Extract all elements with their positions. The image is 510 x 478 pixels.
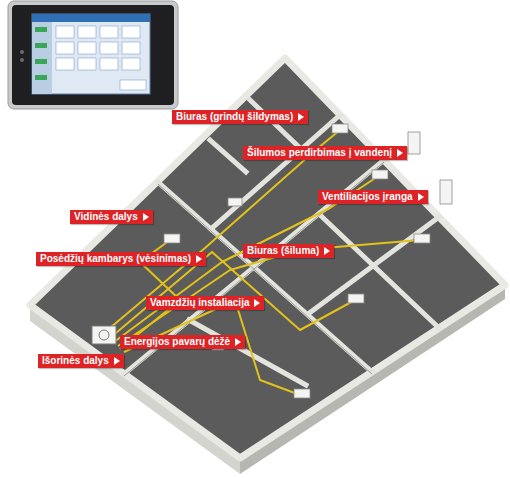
callout-text: Vidinės dalys	[74, 211, 138, 222]
callout-text: Posėdžių kambarys (vėsinimas)	[40, 253, 191, 264]
callout-box: Vidinės dalys	[70, 210, 153, 224]
callout-box: Biuras (šiluma)	[243, 244, 334, 258]
callout-arrow	[143, 213, 149, 221]
callout-box: Energijos pavarų dėžė	[120, 335, 245, 349]
callout-box: Ventiliacijos įranga	[318, 190, 428, 204]
callout-arrow	[397, 149, 403, 157]
callout-arrow	[235, 338, 241, 346]
callout-box: Šilumos perdirbimas į vandenį	[243, 146, 407, 160]
callout-arrow	[254, 299, 260, 307]
controller-panel	[8, 1, 178, 109]
callout-arrow	[114, 357, 120, 365]
floor-plan	[30, 58, 505, 474]
callout-box: Vamzdžių instaliacija	[146, 296, 264, 310]
callout-arrow	[298, 113, 304, 121]
callout-box: Išorinės dalys	[38, 354, 124, 368]
callout-arrow	[324, 247, 330, 255]
callout-text: Biuras (šiluma)	[247, 245, 319, 256]
callout-text: Išorinės dalys	[42, 355, 109, 366]
callout-text: Vamzdžių instaliacija	[150, 297, 249, 308]
callout-box: Posėdžių kambarys (vėsinimas)	[36, 252, 206, 266]
callout-arrow	[418, 193, 424, 201]
outdoor-unit	[92, 326, 116, 344]
callout-arrow	[196, 255, 202, 263]
callout-text: Energijos pavarų dėžė	[124, 336, 230, 347]
callout-box: Biuras (grindų šildymas)	[172, 110, 308, 124]
callout-text: Ventiliacijos įranga	[322, 191, 413, 202]
callout-text: Šilumos perdirbimas į vandenį	[247, 147, 392, 158]
callout-text: Biuras (grindų šildymas)	[176, 111, 293, 122]
